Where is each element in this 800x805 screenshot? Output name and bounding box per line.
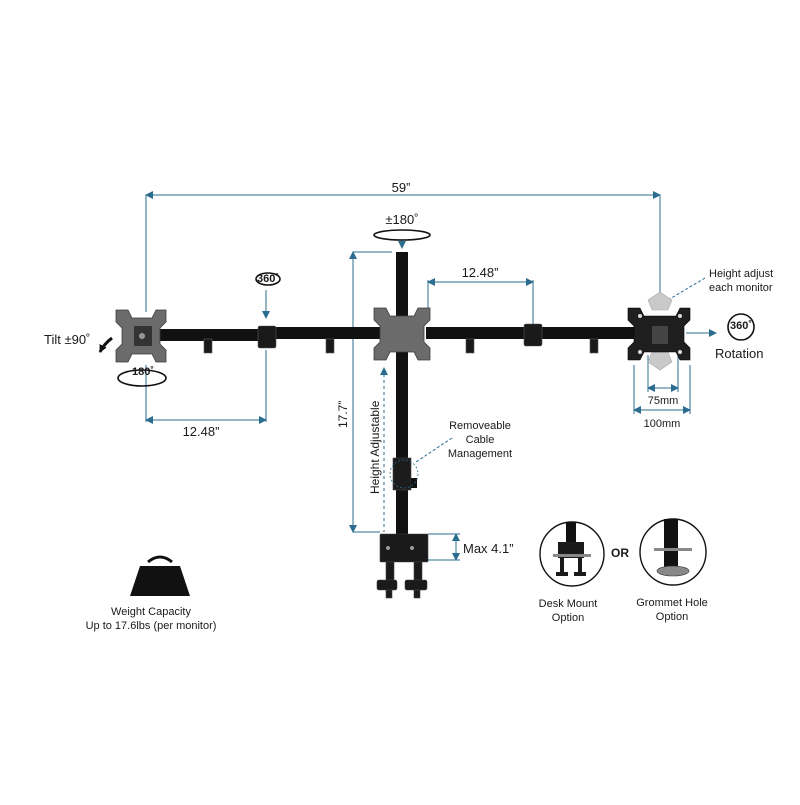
desk-clamp [376, 533, 429, 599]
mount-option-or: OR [611, 546, 629, 560]
left-inner-arm [268, 327, 380, 339]
tilt-label: Tilt ±90˚ [44, 332, 91, 347]
left-rotate-label: 180˚ [131, 366, 155, 378]
right-rotation-label: Rotation [715, 346, 764, 361]
height-adjust-each-leader [667, 277, 706, 301]
desk-mount-line-2: Option [551, 612, 585, 624]
clamp-max-label: Max 4.1” [463, 541, 514, 556]
desk-mount-line-1: Desk Mount [538, 598, 598, 610]
arm-bottom-label: 12.48” [182, 424, 220, 439]
height-adjustable-label: Height Adjustable [368, 400, 382, 494]
cable-management-line-3: Management [447, 448, 513, 460]
arm-joints [203, 323, 599, 354]
height-adjust-each-line-2: each monitor [709, 282, 773, 294]
left-outer-arm [146, 329, 272, 341]
weight-capacity-line-2: Up to 17.6lbs (per monitor) [85, 620, 217, 632]
cable-management-line-2: Cable [465, 434, 495, 446]
grommet-option-icon [639, 518, 707, 586]
cable-management-highlight [389, 459, 419, 489]
arm-top-label: 12.48” [461, 265, 499, 280]
motion-symbols [98, 229, 755, 387]
left-swivel-label: 360˚ [256, 273, 280, 285]
right-vesa-plate-ghost [647, 291, 673, 371]
weight-icon [130, 555, 190, 596]
weight-capacity-line-1: Weight Capacity [111, 606, 191, 618]
center-rotate-label: ±180˚ [385, 212, 419, 227]
right-rotation-degree-label: 360˚ [729, 320, 753, 332]
pole-height-label: 17.7” [336, 400, 350, 428]
grommet-line-2: Option [655, 611, 689, 623]
pole-collar-knob [411, 478, 417, 488]
left-swivel-icon [255, 272, 281, 286]
height-adjust-each-line-1: Height adjust [709, 268, 774, 280]
total-width-label: 59” [391, 180, 411, 195]
cable-management-leader [415, 437, 453, 463]
vesa-75-label: 75mm [647, 395, 679, 407]
tilt-arrow-icon [98, 336, 113, 353]
right-inner-arm [426, 327, 538, 339]
right-outer-arm [536, 327, 646, 339]
desk-mount-option-icon [539, 521, 605, 587]
pole-collar [392, 457, 412, 491]
left-rotate-icon [117, 369, 167, 387]
cable-management-line-1: Removeable [449, 420, 511, 432]
right-rotation-icon [727, 313, 755, 341]
center-rotate-icon [373, 229, 431, 241]
center-vesa-plate [373, 307, 431, 361]
mount-hardware [115, 252, 691, 599]
center-pole [396, 252, 408, 537]
vesa-100-label: 100mm [643, 418, 681, 430]
dimension-lines [145, 191, 717, 561]
grommet-line-1: Grommet Hole [636, 597, 708, 609]
